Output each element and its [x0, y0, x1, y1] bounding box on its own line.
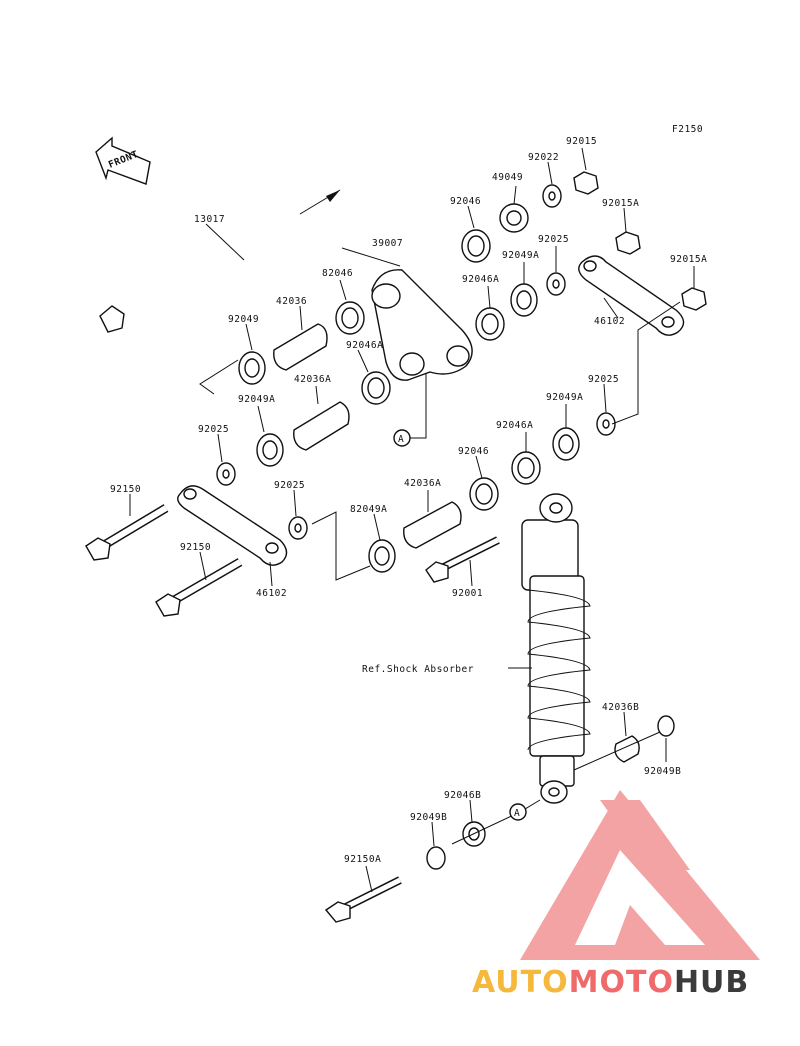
seal-92049b-right: [657, 715, 675, 737]
seal-92049a-top: [510, 283, 538, 317]
part-label: 39007: [372, 238, 403, 249]
nut-92015: [573, 171, 599, 195]
tie-rod-lower-46102: [177, 485, 288, 566]
part-label: 92046A: [462, 274, 499, 285]
part-label: 92049A: [502, 250, 539, 261]
part-label: 92001: [452, 588, 483, 599]
part-label: 46102: [594, 316, 625, 327]
washer-92025-top: [546, 272, 566, 296]
seal-92049a-right: [552, 427, 580, 461]
part-label: 82046: [322, 268, 353, 279]
svg-text:AUTOMOTOHUB: AUTOMOTOHUB: [472, 965, 749, 1000]
bearing-92046: [461, 229, 491, 263]
part-label: 13017: [194, 214, 225, 225]
part-label: 92025: [274, 480, 305, 491]
front-arrow-icon: [95, 136, 151, 185]
part-label: 92015: [566, 136, 597, 147]
seal-82049a: [368, 539, 396, 573]
part-label: 92015A: [670, 254, 707, 265]
part-label: 46102: [256, 588, 287, 599]
part-label: 92150: [110, 484, 141, 495]
seal-49049: [499, 203, 529, 233]
part-label: 92046A: [496, 420, 533, 431]
bolt-92150-upper: [85, 504, 169, 561]
ref-mark-text: A: [398, 434, 404, 445]
part-label: 92049B: [644, 766, 681, 777]
part-label: 42036A: [404, 478, 441, 489]
part-label: 42036B: [602, 702, 639, 713]
part-label: 92150A: [344, 854, 381, 865]
part-label: 92022: [528, 152, 559, 163]
leader-lines: [129, 147, 695, 893]
bolt-92150a: [324, 876, 402, 923]
part-label: 92015A: [602, 198, 639, 209]
part-label: 82049A: [350, 504, 387, 515]
washer-92025-left: [216, 462, 236, 486]
bearing-92046a-mid: [361, 371, 391, 405]
part-label: 92049A: [238, 394, 275, 405]
ref-marker-a-1: A: [393, 429, 411, 447]
part-label: 92046A: [346, 340, 383, 351]
part-label: 92049A: [546, 392, 583, 403]
part-labels: 13017 92015 92022 49049 92046 92015A 390…: [110, 136, 707, 865]
collar-42036a-lower: [403, 501, 462, 549]
bearing-92046-lower: [469, 477, 499, 511]
bolt-92150-lower: [155, 558, 243, 617]
washer-92025-right: [596, 412, 616, 436]
seal-92049: [238, 351, 266, 385]
watermark-word-auto: AUTO: [472, 965, 569, 1000]
shock-spring: [527, 589, 591, 751]
bolt-92001: [425, 536, 500, 583]
shock-absorber: [521, 493, 591, 804]
part-label: 42036: [276, 296, 307, 307]
ref-mark-text: A: [514, 808, 520, 819]
part-label: 92025: [588, 374, 619, 385]
part-label: 92046B: [444, 790, 481, 801]
seal-92049a-left: [256, 433, 284, 467]
part-label: 92046: [458, 446, 489, 457]
collar-42036b: [614, 735, 640, 763]
nut-92015a: [615, 231, 641, 255]
bearing-92046a: [475, 307, 505, 341]
ref-marker-a-2: A: [509, 803, 527, 821]
watermark-word-moto: MOTO: [569, 965, 674, 1000]
nut-92015a-right: [681, 287, 707, 311]
bearing-92046a-right: [511, 451, 541, 485]
figure-code: F2150: [672, 124, 703, 135]
part-label: 49049: [492, 172, 523, 183]
part-label: 92025: [538, 234, 569, 245]
part-label: 92049B: [410, 812, 447, 823]
part-label: 42036A: [294, 374, 331, 385]
watermark-logo: [520, 790, 760, 960]
washer-92025-lower: [288, 516, 308, 540]
collar-42036: [273, 323, 328, 371]
collar-42036a: [293, 401, 350, 451]
shaft-13017: [99, 189, 341, 333]
part-label: 92049: [228, 314, 259, 325]
watermark-word-hub: HUB: [674, 965, 749, 1000]
rocker-arm-39007: [371, 269, 473, 381]
part-label: 92025: [198, 424, 229, 435]
part-label: 92150: [180, 542, 211, 553]
part-label: 92046: [450, 196, 481, 207]
bearing-82046: [335, 301, 365, 335]
tie-rod-upper-46102: [578, 255, 685, 336]
washer-92022: [542, 184, 562, 208]
ref-shock-absorber-label: Ref.Shock Absorber: [362, 664, 474, 675]
seal-92049b-left: [426, 846, 446, 870]
